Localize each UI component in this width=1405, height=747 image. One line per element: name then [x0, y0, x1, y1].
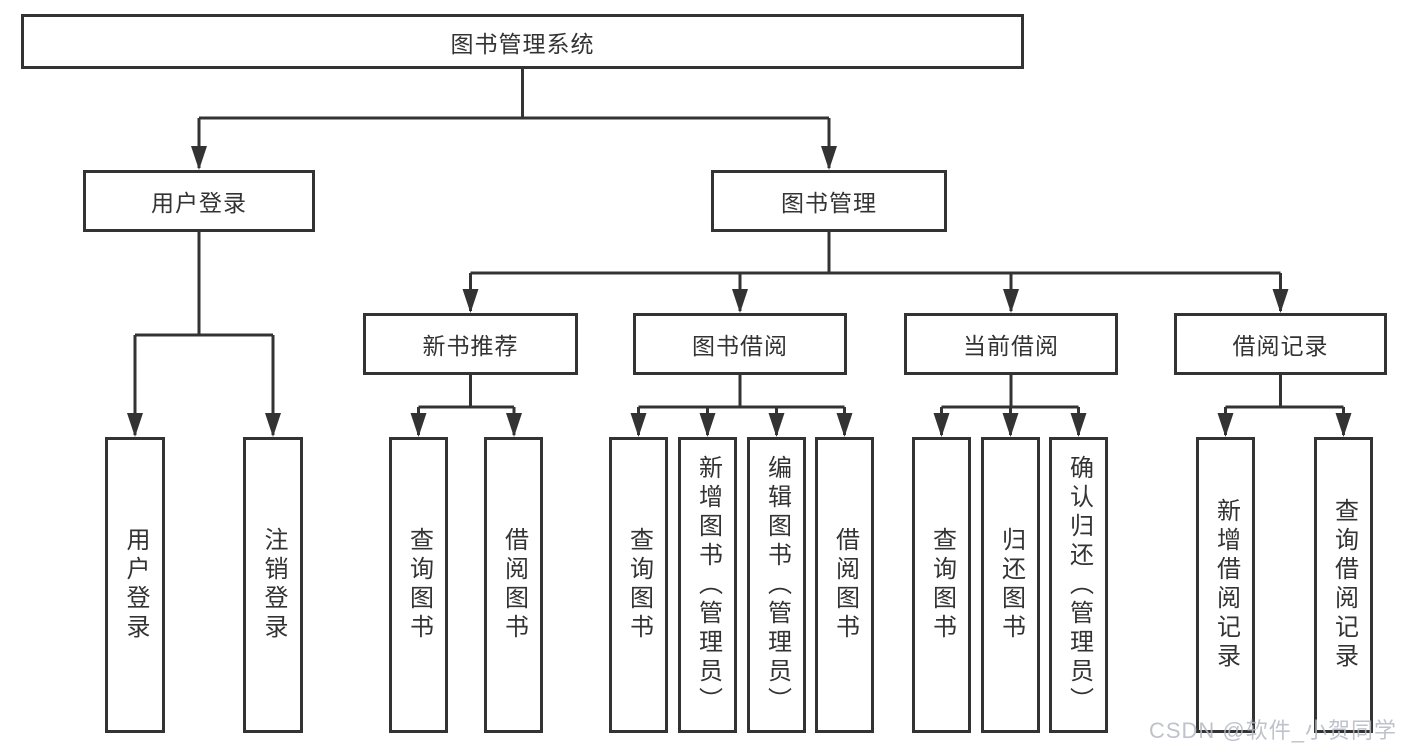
arrowhead: [265, 413, 281, 437]
connector-new-book-to-children: [417, 375, 516, 435]
node-query-books-recommend: 查询图书: [389, 437, 448, 733]
node-book-management: 图书管理: [711, 170, 947, 232]
arrowhead: [127, 413, 143, 437]
connector-borrowing-records-to-children: [1224, 375, 1345, 435]
node-new-book-recommendation: 新书推荐: [363, 313, 578, 375]
arrowhead: [506, 413, 522, 437]
arrowhead: [732, 289, 748, 313]
node-book-borrowing: 图书借阅: [633, 313, 847, 375]
node-borrow-books-borrowing: 借阅图书: [815, 437, 874, 733]
connector-user-login-to-children: [133, 232, 275, 435]
node-user-login: 用户登录: [83, 170, 315, 232]
node-add-borrow-record: 新增借阅记录: [1196, 437, 1255, 733]
node-library-management-system: 图书管理系统: [21, 14, 1024, 69]
arrowhead: [1070, 413, 1087, 437]
node-add-books-admin: 新增图书（管理员）: [678, 437, 737, 733]
node-query-books-current: 查询图书: [912, 437, 971, 733]
connector-book-borrowing-to-children: [637, 375, 846, 435]
connector-book-management-to-children: [469, 232, 1282, 311]
arrowhead: [821, 146, 837, 170]
node-logout-leaf: 注销登录: [243, 437, 303, 733]
node-edit-books-admin: 编辑图书（管理员）: [747, 437, 806, 733]
arrowhead: [933, 413, 950, 437]
node-return-books: 归还图书: [981, 437, 1040, 733]
node-borrow-books-recommend: 借阅图书: [484, 437, 543, 733]
node-current-borrowing: 当前借阅: [904, 313, 1118, 375]
arrowhead: [410, 413, 427, 437]
node-borrowing-records: 借阅记录: [1174, 313, 1387, 375]
arrowhead: [836, 413, 853, 437]
arrowhead: [768, 413, 785, 437]
arrowhead: [191, 146, 207, 170]
node-confirm-return-admin: 确认归还（管理员）: [1049, 437, 1108, 733]
arrowhead: [630, 413, 647, 437]
node-user-login-leaf: 用户登录: [105, 437, 165, 733]
arrowhead: [1335, 413, 1352, 437]
arrowhead: [699, 413, 716, 437]
arrowhead: [462, 289, 479, 313]
arrowhead: [1002, 413, 1019, 437]
arrowhead: [1003, 289, 1019, 313]
arrowhead: [1217, 413, 1234, 437]
connector-root-to-level2: [197, 69, 831, 168]
node-query-books-borrowing: 查询图书: [609, 437, 668, 733]
node-query-borrow-record: 查询借阅记录: [1314, 437, 1373, 733]
arrowhead: [1272, 289, 1289, 313]
